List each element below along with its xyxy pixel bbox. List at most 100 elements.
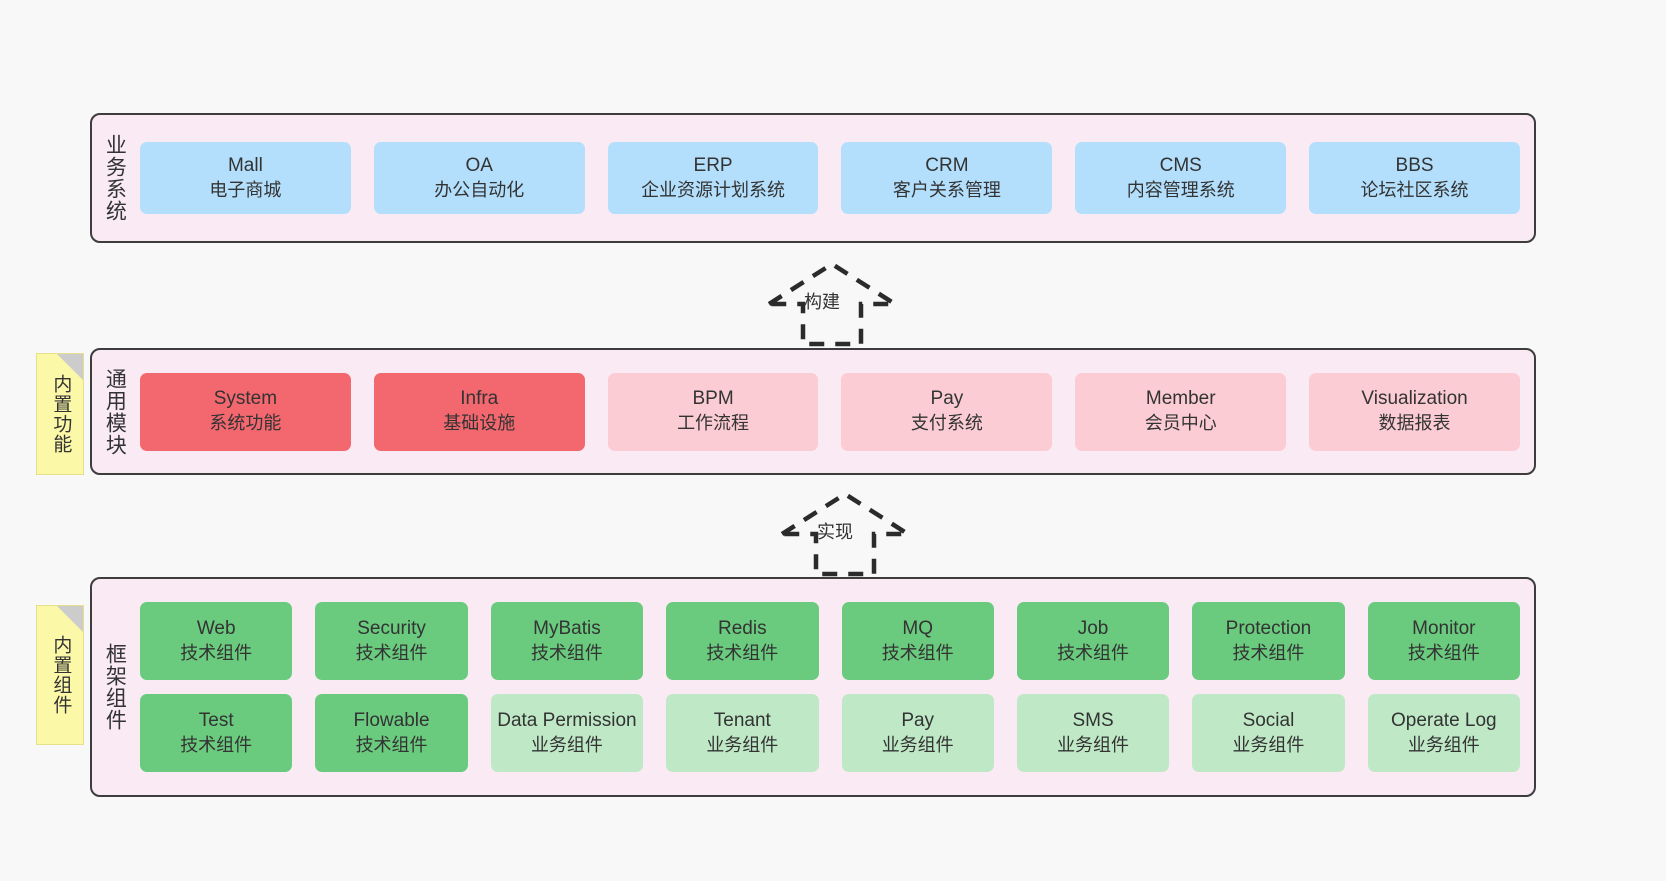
layer-common-module: 通用模块 System 系统功能 Infra 基础设施 BPM 工作流程 Pay… [90, 348, 1536, 475]
card-job[interactable]: Job 技术组件 [1016, 602, 1170, 680]
card-flowable-cn: 技术组件 [355, 734, 428, 755]
card-test-name: Test [198, 709, 234, 731]
card-data-permission[interactable]: Data Permission 业务组件 [490, 694, 644, 772]
card-bbs-cn: 论坛社区系统 [1360, 179, 1469, 200]
card-cms-cn: 内容管理系统 [1126, 179, 1235, 200]
card-member-cn: 会员中心 [1144, 413, 1217, 434]
card-web[interactable]: Web 技术组件 [140, 602, 293, 680]
layer-framework-component-body: Web 技术组件 Security 技术组件 MyBatis 技术组件 Redi… [136, 579, 1534, 795]
card-redis[interactable]: Redis 技术组件 [666, 602, 819, 680]
card-cms-name: CMS [1159, 154, 1202, 176]
layer-common-module-title: 通用模块 [103, 367, 127, 456]
card-sms-name: SMS [1072, 709, 1114, 731]
card-operate-log-cn: 业务组件 [1407, 734, 1480, 755]
card-pay-module-name: Pay [930, 388, 964, 410]
card-security[interactable]: Security 技术组件 [315, 602, 468, 680]
card-bpm[interactable]: BPM 工作流程 [607, 372, 819, 451]
card-mall[interactable]: Mall 电子商城 [140, 142, 351, 214]
card-visualization-cn: 数据报表 [1378, 413, 1451, 434]
card-test-cn: 技术组件 [180, 734, 253, 755]
card-data-permission-name: Data Permission [497, 709, 637, 731]
layer-framework-component: 框架组件 Web 技术组件 Security 技术组件 MyBatis 技术组件… [90, 577, 1536, 797]
layer-business-system-title: 业务系统 [103, 134, 127, 222]
card-member[interactable]: Member 会员中心 [1075, 372, 1287, 451]
card-pay-component[interactable]: Pay 业务组件 [841, 694, 994, 772]
card-protection-cn: 技术组件 [1232, 642, 1305, 663]
card-job-name: Job [1077, 617, 1109, 639]
card-pay-module[interactable]: Pay 支付系统 [841, 372, 1053, 451]
card-social-name: Social [1242, 709, 1295, 731]
card-infra[interactable]: Infra 基础设施 [373, 372, 585, 451]
layer-business-system-body: Mall 电子商城 OA 办公自动化 ERP 企业资源计划系统 CRM 客户关系… [136, 115, 1534, 241]
framework-card-row-2: Test 技术组件 Flowable 技术组件 Data Permission … [140, 694, 1520, 772]
card-operate-log[interactable]: Operate Log 业务组件 [1367, 694, 1520, 772]
dashed-up-arrow-icon [761, 261, 903, 347]
card-cms[interactable]: CMS 内容管理系统 [1075, 142, 1287, 214]
card-oa[interactable]: OA 办公自动化 [373, 142, 585, 214]
card-mq-cn: 技术组件 [881, 642, 954, 663]
card-erp[interactable]: ERP 企业资源计划系统 [607, 142, 819, 214]
card-crm-cn: 客户关系管理 [892, 179, 1001, 200]
card-mybatis-cn: 技术组件 [530, 642, 603, 663]
card-protection-name: Protection [1225, 617, 1312, 639]
card-crm[interactable]: CRM 客户关系管理 [841, 142, 1053, 214]
card-job-cn: 技术组件 [1057, 642, 1130, 663]
card-system[interactable]: System 系统功能 [140, 372, 351, 451]
card-mybatis[interactable]: MyBatis 技术组件 [490, 602, 644, 680]
card-mq[interactable]: MQ 技术组件 [841, 602, 994, 680]
card-flowable-name: Flowable [353, 709, 430, 731]
card-bbs-name: BBS [1395, 154, 1434, 176]
card-social[interactable]: Social 业务组件 [1192, 694, 1345, 772]
card-pay-component-cn: 业务组件 [881, 734, 954, 755]
card-mybatis-name: MyBatis [533, 617, 601, 639]
card-test[interactable]: Test 技术组件 [140, 694, 293, 772]
sticky-note-builtin-function: 内置功能 [36, 353, 84, 475]
layer-business-system: 业务系统 Mall 电子商城 OA 办公自动化 ERP 企业资源计划系统 CRM… [90, 113, 1536, 243]
card-sms[interactable]: SMS 业务组件 [1016, 694, 1170, 772]
business-card-row: Mall 电子商城 OA 办公自动化 ERP 企业资源计划系统 CRM 客户关系… [140, 142, 1520, 214]
connector-build-label: 构建 [804, 292, 840, 312]
card-security-name: Security [357, 617, 426, 639]
card-security-cn: 技术组件 [355, 642, 428, 663]
card-visualization[interactable]: Visualization 数据报表 [1309, 372, 1520, 451]
common-card-row: System 系统功能 Infra 基础设施 BPM 工作流程 Pay 支付系统… [140, 372, 1520, 451]
layer-common-module-body: System 系统功能 Infra 基础设施 BPM 工作流程 Pay 支付系统… [136, 350, 1534, 473]
card-sms-cn: 业务组件 [1057, 734, 1130, 755]
connector-implement-label: 实现 [817, 522, 853, 542]
card-bbs[interactable]: BBS 论坛社区系统 [1309, 142, 1520, 214]
card-mall-name: Mall [227, 154, 263, 176]
card-system-name: System [213, 388, 278, 410]
card-redis-cn: 技术组件 [706, 642, 779, 663]
card-erp-name: ERP [693, 154, 733, 176]
card-infra-cn: 基础设施 [443, 413, 516, 434]
card-bpm-cn: 工作流程 [677, 413, 750, 434]
card-flowable[interactable]: Flowable 技术组件 [315, 694, 468, 772]
framework-card-row-1: Web 技术组件 Security 技术组件 MyBatis 技术组件 Redi… [140, 602, 1520, 680]
layer-framework-component-title: 框架组件 [103, 643, 127, 731]
card-data-permission-cn: 业务组件 [530, 734, 603, 755]
dashed-up-arrow-icon [774, 491, 916, 577]
card-redis-name: Redis [718, 617, 767, 639]
card-tenant-cn: 业务组件 [706, 734, 779, 755]
card-oa-cn: 办公自动化 [434, 179, 525, 200]
card-erp-cn: 企业资源计划系统 [641, 179, 786, 200]
sticky-note-builtin-component: 内置组件 [36, 605, 84, 745]
card-infra-name: Infra [460, 388, 499, 410]
card-protection[interactable]: Protection 技术组件 [1192, 602, 1345, 680]
card-oa-name: OA [465, 154, 493, 176]
card-bpm-name: BPM [692, 388, 734, 410]
sticky-note-builtin-component-label: 内置组件 [50, 635, 72, 715]
card-mall-cn: 电子商城 [209, 179, 282, 200]
card-system-cn: 系统功能 [209, 413, 282, 434]
card-web-name: Web [196, 617, 236, 639]
card-tenant[interactable]: Tenant 业务组件 [666, 694, 819, 772]
card-visualization-name: Visualization [1361, 388, 1468, 410]
connector-implement: 实现 [770, 488, 920, 578]
card-tenant-name: Tenant [713, 709, 771, 731]
card-social-cn: 业务组件 [1232, 734, 1305, 755]
card-operate-log-name: Operate Log [1390, 709, 1497, 731]
card-member-name: Member [1145, 388, 1216, 410]
card-monitor[interactable]: Monitor 技术组件 [1367, 602, 1520, 680]
card-web-cn: 技术组件 [180, 642, 253, 663]
